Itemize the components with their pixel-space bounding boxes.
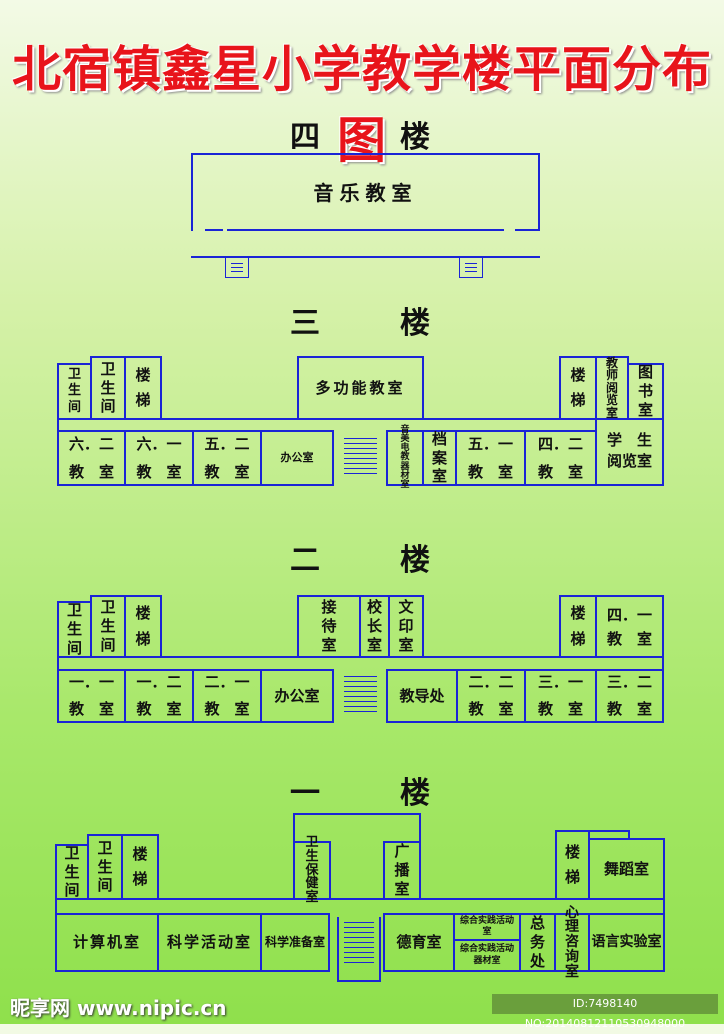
room-office: 办公室: [260, 669, 334, 723]
room-moral: 德育室: [383, 913, 455, 972]
room-guidance: 教导处: [386, 669, 458, 723]
room-stairs: 楼梯: [124, 595, 162, 658]
stair-icon: [225, 257, 249, 278]
room-practice-equipment: 综合实践活动器材室: [453, 939, 521, 972]
room-classroom: 五．一教 室: [455, 430, 526, 486]
room-toilet: 卫生间: [57, 363, 92, 420]
room-classroom: 五．二教 室: [192, 430, 262, 486]
stair-icon: [339, 434, 382, 482]
room-health: 卫生保健室: [293, 836, 331, 904]
room-multifunction: 多功能教室: [297, 356, 424, 420]
room-classroom: 一．一教 室: [57, 669, 126, 723]
floor2-title: 二楼: [290, 543, 430, 578]
room-dance: 舞蹈室: [588, 838, 665, 900]
room-classroom: 二．一教 室: [192, 669, 262, 723]
floor4-title: 四楼: [290, 120, 430, 155]
room-counseling: 心理咨询室: [554, 905, 590, 979]
stair-icon: [339, 673, 382, 719]
room-classroom: 六．一教 室: [124, 430, 194, 486]
room-principal: 校长室: [359, 595, 390, 658]
page-title: 北宿镇鑫星小学教学楼平面分布图: [11, 41, 712, 169]
room-computer: 计算机室: [55, 913, 159, 972]
room-classroom: 四．一教 室: [595, 595, 664, 658]
room-classroom: 六．二教 室: [57, 430, 126, 486]
room-classroom: 一．二教 室: [124, 669, 194, 723]
room-broadcast: 广播室: [383, 841, 421, 900]
room-classroom: 三．二教 室: [595, 669, 664, 723]
watermark-logo: 昵享网 www.nipic.cn: [10, 996, 227, 1020]
room-office: 办公室: [260, 430, 334, 486]
room-library: 图书室: [627, 363, 664, 420]
room-toilet: 卫生间: [90, 356, 126, 420]
room-reception: 接待室: [297, 595, 361, 658]
room-toilet: 卫生间: [55, 844, 89, 900]
room-toilet: 卫生间: [57, 601, 92, 658]
watermark-id: ID:7498140 NO:20140812110530948000: [492, 994, 718, 1030]
room-classroom: 四．二教 室: [524, 430, 597, 486]
floor1-corridor: [55, 898, 665, 915]
room-stairs: 楼梯: [124, 356, 162, 420]
room-toilet: 卫生间: [90, 595, 126, 658]
room-classroom: 三．一教 室: [524, 669, 597, 723]
floor1-entrance: [293, 813, 421, 843]
room-classroom: 二．二教 室: [456, 669, 526, 723]
room-equipment: 音美电教器材室: [386, 425, 424, 490]
room-stairs: 楼梯: [559, 356, 597, 420]
room-stairs: 楼梯: [555, 830, 590, 900]
room-teacher-reading: 教师阅览室: [595, 356, 629, 420]
floor1-title: 一楼: [290, 776, 430, 811]
room-stairs: 楼梯: [121, 834, 159, 900]
room-printing: 文印室: [388, 595, 424, 658]
room-stairs: 楼梯: [559, 595, 597, 658]
room-archive: 档案室: [422, 430, 457, 486]
room-toilet: 卫生间: [87, 834, 123, 900]
room-music: 音乐教室: [191, 153, 540, 231]
room-science: 科学活动室: [157, 913, 262, 972]
room-language-lab: 语言实验室: [588, 913, 665, 972]
room-science-prep: 科学准备室: [260, 913, 330, 972]
floor3-title: 三楼: [290, 306, 430, 341]
room-general-affairs: 总务处: [519, 913, 556, 972]
floor1-stair-well: [337, 917, 381, 982]
room-student-reading: 学 生阅览室: [595, 418, 664, 486]
room-practice: 综合实践活动室: [453, 913, 521, 941]
floor4-corridor: [191, 256, 540, 258]
stair-icon: [459, 257, 483, 278]
